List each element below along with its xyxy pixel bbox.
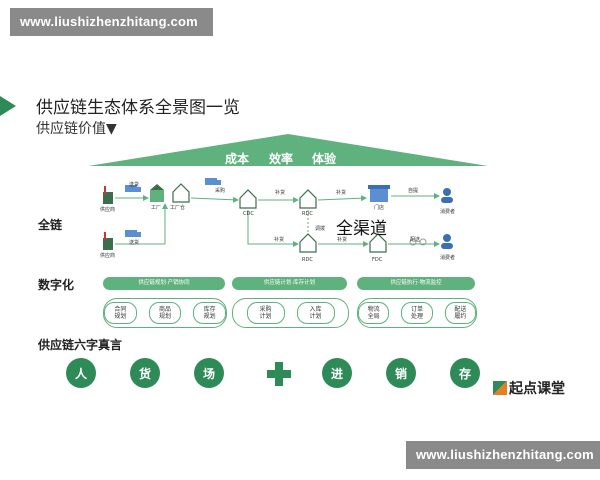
brand-logo: 起点课堂 (493, 378, 565, 398)
label-supplier-bottom: 供应商 (100, 253, 116, 259)
label-replenish-1: 补货 (275, 190, 286, 196)
consumer-bottom-icon (441, 234, 453, 249)
rdc-top-icon (299, 189, 317, 209)
pill-inbound-plan: 入库 计划 (296, 302, 335, 324)
pill-product-planning: 商品 规划 (148, 302, 182, 324)
label-supplier-top: 供应商 (100, 207, 116, 213)
factory-warehouse-icon (172, 183, 190, 203)
roof-item-cost: 成本 (225, 152, 250, 166)
label-consumer-top: 消费者 (440, 209, 456, 215)
roof-item-experience: 体验 (312, 152, 337, 166)
digital-bar-plan: 供应链计划·库存计划 (232, 277, 347, 290)
label-delivery: 配送 (410, 237, 421, 243)
row-label-full-chain: 全链 (38, 218, 63, 232)
label-rdc-top: RDC (302, 211, 313, 217)
consumer-top-icon (441, 188, 453, 203)
group-planning: 合同 规划 商品 规划 库存 规划 (103, 298, 227, 328)
title-arrow-icon (0, 96, 16, 116)
word-place-circle: 场 (194, 358, 224, 388)
label-factory-warehouse: 工厂仓 (170, 205, 186, 211)
pill-contract-planning: 合同 规划 (104, 302, 137, 324)
rdc-bottom-icon (299, 233, 317, 253)
label-factory: 工厂 (151, 205, 162, 211)
label-fdc: FDC (372, 257, 383, 263)
label-replenish-3: 补货 (274, 237, 285, 243)
digital-bar-execution: 供应链执行·物流监控 (357, 277, 475, 290)
store-icon (368, 185, 390, 202)
word-person-circle: 人 (66, 358, 96, 388)
pill-delivery-fulfillment: 配送 履约 (444, 302, 476, 324)
watermark-top: www.liushizhenzhitang.com (10, 8, 213, 36)
logo-mark-icon (493, 381, 507, 395)
pill-order-processing: 订单 处理 (401, 302, 433, 324)
label-purchase: 采购 (215, 188, 226, 194)
word-in-circle: 进 (322, 358, 352, 388)
label-deliver-top: 送货 (129, 182, 140, 188)
label-consumer-bottom: 消费者 (440, 255, 456, 261)
page-title: 供应链生态体系全景图一览 (36, 98, 240, 118)
word-sell-circle: 销 (386, 358, 416, 388)
truck-top-icon (125, 185, 141, 192)
factory-icon (150, 184, 164, 202)
logo-text: 起点课堂 (509, 381, 565, 397)
group-execution: 物流 全局 订单 处理 配送 履约 (357, 298, 477, 328)
label-transfer: 调拨 (315, 226, 326, 232)
watermark-bottom: www.liushizhenzhitang.com (406, 441, 600, 469)
plus-icon (267, 362, 291, 386)
digital-bar-planning: 供应链规划·产销协同 (103, 277, 225, 290)
row-label-six-words: 供应链六字真言 (38, 338, 123, 352)
label-cdc: CDC (243, 211, 254, 217)
label-deliver-bottom: 送货 (129, 240, 140, 246)
truck-bottom-icon (125, 230, 141, 237)
cdc-icon (239, 189, 257, 209)
label-pickup: 自提 (408, 188, 419, 194)
roof-banner (88, 134, 488, 166)
pill-inventory-planning: 库存 规划 (193, 302, 227, 324)
word-stock-circle: 存 (450, 358, 480, 388)
supply-network (103, 178, 453, 253)
truck-purchase-icon (205, 178, 221, 185)
label-replenish-2: 补货 (336, 190, 347, 196)
row-label-digital: 数字化 (38, 278, 75, 292)
label-rdc-bottom: RDC (302, 257, 313, 263)
page-subtitle: 供应链价值▼ (36, 121, 117, 137)
pill-purchase-plan: 采购 计划 (246, 302, 285, 324)
supplier-bottom-icon (103, 232, 113, 250)
word-goods-circle: 货 (130, 358, 160, 388)
pill-logistics-overall: 物流 全局 (358, 302, 390, 324)
supplier-top-icon (103, 186, 113, 204)
roof-item-efficiency: 效率 (269, 152, 294, 166)
label-replenish-4: 补货 (337, 237, 348, 243)
group-plan: 采购 计划 入库 计划 (232, 298, 349, 328)
label-store: 门店 (374, 205, 385, 211)
label-omnichannel: 全渠道 (336, 219, 387, 239)
fdc-icon (369, 233, 387, 253)
delivery-bike-icon (409, 238, 427, 246)
